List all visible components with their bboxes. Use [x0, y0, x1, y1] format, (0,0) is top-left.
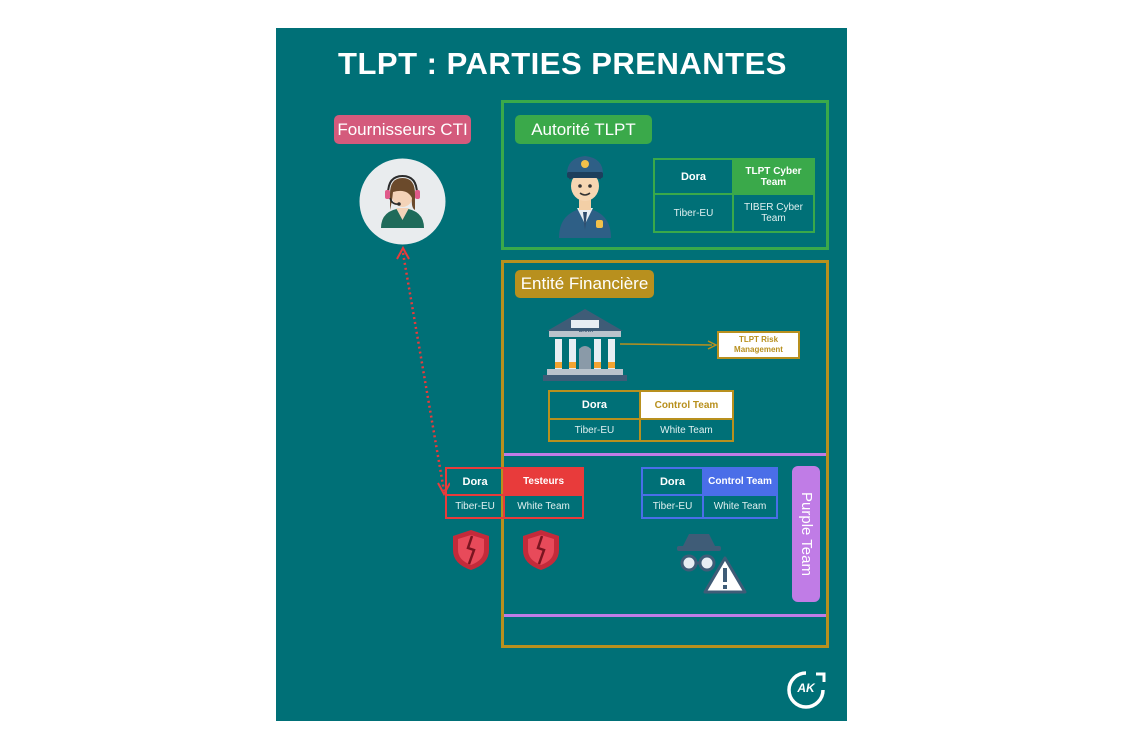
entite-table-r1: Tiber-EU — [548, 418, 641, 442]
cti-label-text: Fournisseurs CTI — [337, 119, 468, 139]
control-table-h2: Control Team — [702, 467, 778, 496]
tlpt-risk-management-text: TLPT Risk Management — [734, 335, 783, 354]
testeurs-table-h1: Dora — [444, 467, 506, 496]
headset-operator-icon — [359, 158, 446, 245]
logo-text: AK — [797, 681, 815, 695]
hacker-warning-icon — [675, 532, 747, 594]
purple-team-label-text: Purple Team — [798, 492, 815, 576]
bank-to-risk-arrow — [620, 340, 718, 350]
logo-icon — [786, 670, 826, 710]
shield-icon — [520, 528, 562, 572]
testeurs-table-h2: Testeurs — [503, 467, 584, 496]
entite-financiere-label-text: Entité Financière — [520, 274, 649, 293]
autorite-tlpt-label-text: Autorité TLPT — [531, 119, 636, 139]
cti-link-arrow — [396, 245, 450, 497]
control-table-r1: Tiber-EU — [640, 494, 705, 519]
entite-table: Dora Control Team Tiber-EU White Team — [548, 390, 735, 442]
purple-team-label — [792, 466, 820, 602]
purple-divider-bottom — [504, 614, 826, 617]
control-team-table: Dora Control Team Tiber-EU White Team — [640, 467, 778, 519]
autorite-table-h2: TLPT Cyber Team — [731, 158, 816, 195]
entite-financiere-panel — [501, 260, 829, 648]
control-table-r2: White Team — [702, 494, 778, 519]
tlpt-risk-management-box: TLPT Risk Management — [717, 331, 800, 359]
entite-table-h1: Dora — [548, 390, 641, 420]
testeurs-table-r2: White Team — [503, 494, 584, 519]
entite-table-h2: Control Team — [638, 390, 735, 420]
autorite-table-h1: Dora — [653, 158, 734, 195]
bank-building-icon — [543, 305, 627, 383]
bank-sign-text: BANK — [578, 328, 594, 334]
testeurs-table-r1: Tiber-EU — [444, 494, 506, 519]
entite-table-r2: White Team — [638, 418, 735, 442]
autorite-table-r2: TIBER Cyber Team — [731, 193, 816, 233]
autorite-table: Dora TLPT Cyber Team Tiber-EU TIBER Cybe… — [653, 158, 816, 233]
entite-financiere-label: Entité Financière — [515, 270, 654, 298]
cti-label: Fournisseurs CTI — [334, 115, 471, 144]
shield-icon — [450, 528, 492, 572]
testeurs-table: Dora Testeurs Tiber-EU White Team — [444, 467, 584, 519]
purple-divider-top — [504, 453, 826, 456]
autorite-table-r1: Tiber-EU — [653, 193, 734, 233]
page-title: TLPT : PARTIES PRENANTES — [338, 46, 787, 81]
police-officer-icon — [555, 150, 615, 238]
autorite-tlpt-label: Autorité TLPT — [515, 115, 652, 144]
control-table-h1: Dora — [640, 467, 705, 496]
autorite-tlpt-panel — [501, 100, 829, 250]
